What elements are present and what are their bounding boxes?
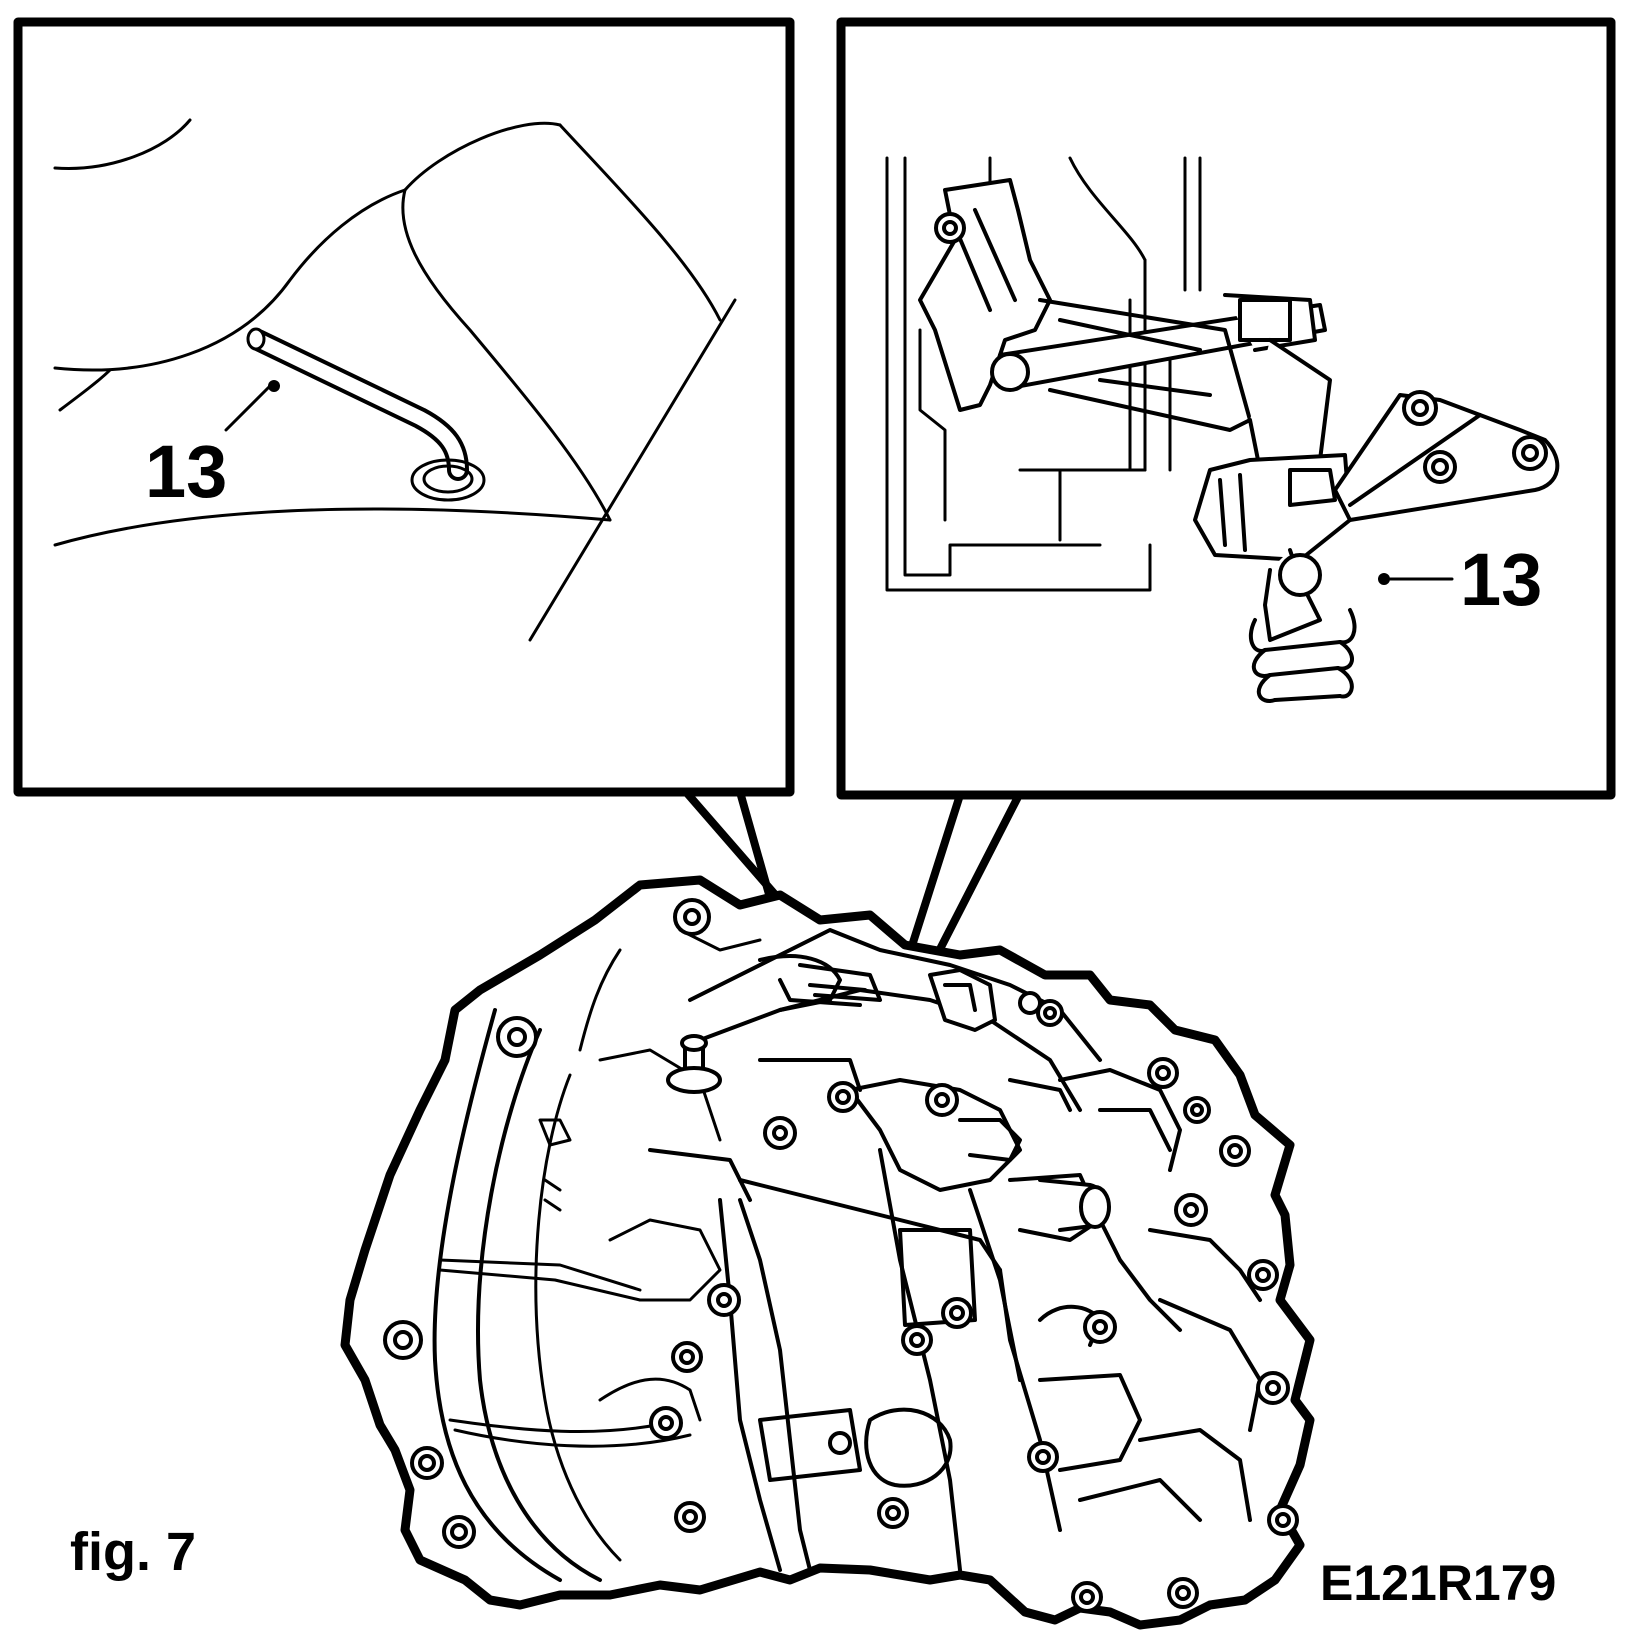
- reference-code: E121R179: [1320, 1555, 1556, 1611]
- right-panel-frame: [836, 17, 1616, 800]
- breather-stud: [666, 1034, 722, 1094]
- shift-lever-assembly: [918, 178, 1352, 562]
- mounting-bracket: [1333, 390, 1560, 522]
- left-detail-panel: [13, 17, 862, 997]
- right-callout-number: 13: [1460, 538, 1542, 621]
- right-callout-13: [1378, 573, 1454, 585]
- figure-caption: fig. 7: [70, 1522, 196, 1582]
- left-callout-13: [224, 380, 280, 432]
- right-panel-pointer: [906, 791, 1023, 959]
- gearbox-housing: [340, 875, 1315, 1630]
- right-panel-housing-lines: [885, 156, 1202, 592]
- breather-pipe: [246, 327, 486, 502]
- left-callout-number: 13: [145, 430, 227, 513]
- gearbox-outline: [340, 875, 1315, 1630]
- gear-cable: [1248, 548, 1357, 703]
- shift-tower: [778, 963, 1042, 1032]
- right-detail-panel: [836, 17, 1616, 959]
- bolt-bosses: [383, 898, 1299, 1613]
- left-panel-casting-lines: [53, 118, 737, 642]
